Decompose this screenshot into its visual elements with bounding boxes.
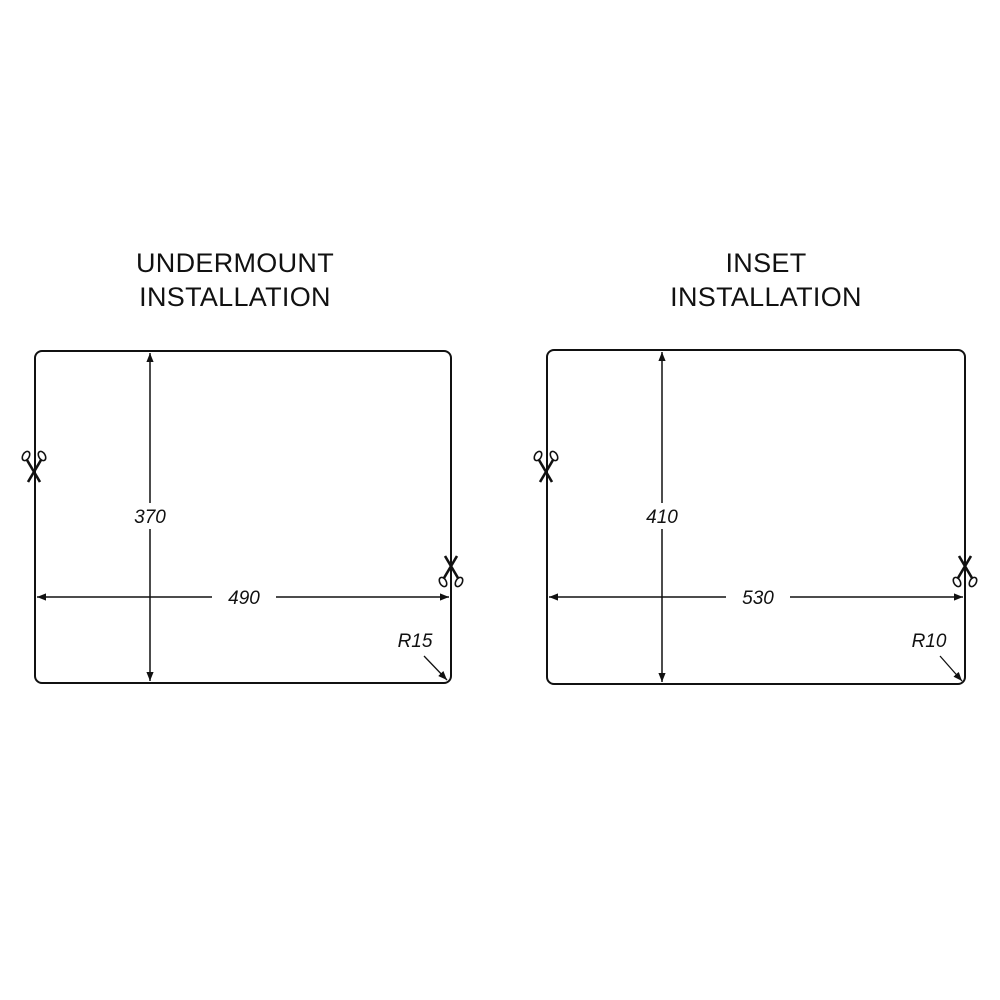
undermount-radius-label: R15 [398,631,433,652]
undermount-height-label: 370 [134,507,166,528]
undermount-title-line2: INSTALLATION [139,282,331,312]
inset-title: INSET INSTALLATION [566,246,966,314]
inset-title-line1: INSET [725,248,807,278]
inset-width-label: 530 [742,588,774,609]
undermount-title-line1: UNDERMOUNT [136,248,334,278]
inset-outline [546,349,966,685]
inset-radius-label: R10 [912,631,947,652]
undermount-cutout: 370 490 R15 [19,350,466,684]
undermount-outline [34,350,452,684]
inset-cutout: 410 530 R10 [531,349,980,685]
inset-title-line2: INSTALLATION [670,282,862,312]
inset-height-label: 410 [646,507,678,528]
inset-radius-arrow [939,655,963,682]
undermount-width-label: 490 [228,588,260,609]
undermount-title: UNDERMOUNT INSTALLATION [35,246,435,314]
undermount-radius-arrow [423,655,448,681]
